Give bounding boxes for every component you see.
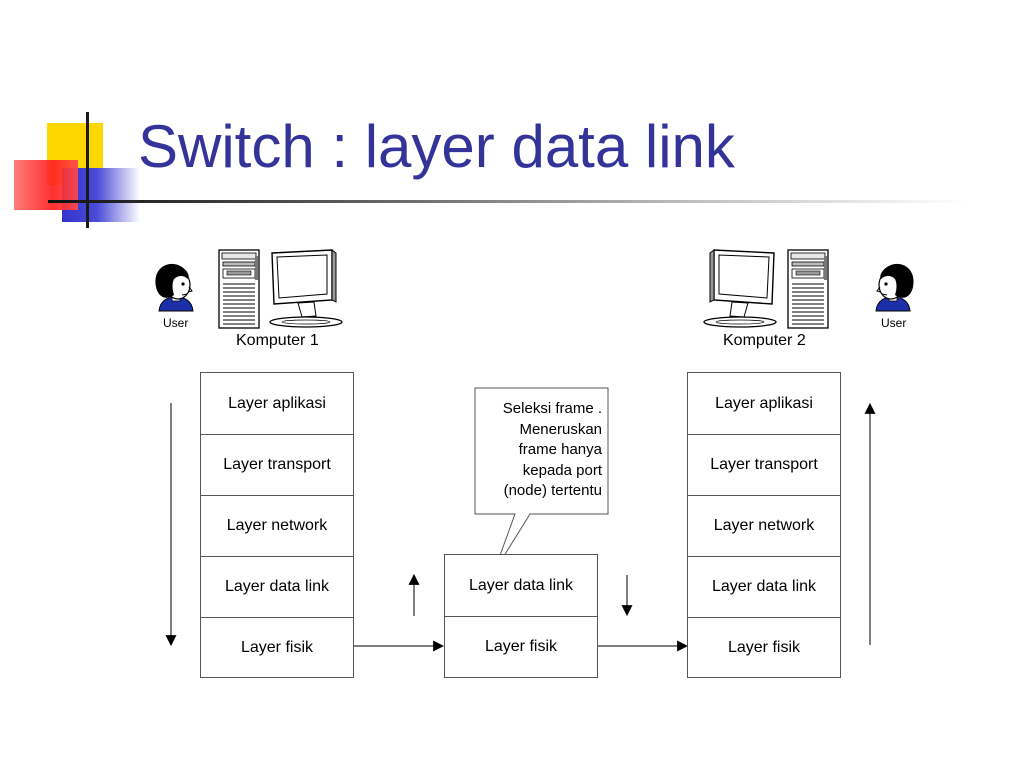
user-icon-right bbox=[875, 263, 915, 312]
monitor-icon-left bbox=[269, 249, 343, 328]
stack-layer-fisik: Layer fisik bbox=[201, 617, 353, 677]
stack-layer-data-link: Layer data link bbox=[688, 556, 840, 617]
stack-layer-network: Layer network bbox=[688, 495, 840, 556]
title-underline bbox=[48, 200, 968, 203]
protocol-stack-switch: Layer data link Layer fisik bbox=[444, 554, 598, 678]
callout-line: (node) tertentu bbox=[503, 482, 602, 499]
monitor-icon-right bbox=[703, 249, 777, 328]
switch-layer-fisik: Layer fisik bbox=[445, 616, 597, 677]
computer-tower-icon-right bbox=[787, 249, 829, 329]
callout-text: Seleksi frame . Meneruskan frame hanya k… bbox=[476, 399, 602, 502]
computer-label-right: Komputer 2 bbox=[723, 332, 806, 349]
stack-layer-network: Layer network bbox=[201, 495, 353, 556]
computer-label-left: Komputer 1 bbox=[236, 332, 319, 349]
switch-layer-data-link: Layer data link bbox=[468, 576, 574, 594]
callout-line: Meneruskan bbox=[519, 420, 602, 438]
user-label-left: User bbox=[163, 316, 189, 330]
user-icon-left bbox=[154, 263, 194, 312]
slide-title: Switch : layer data link bbox=[138, 113, 735, 180]
computer-tower-icon-left bbox=[218, 249, 260, 329]
callout-line: frame hanya bbox=[518, 441, 602, 458]
title-decoration-vertical-line bbox=[86, 112, 89, 228]
stack-layer-data-link: Layer data link bbox=[201, 556, 353, 617]
protocol-stack-komputer-2: Layer aplikasi Layer transport Layer net… bbox=[687, 372, 841, 678]
stack-layer-aplikasi: Layer aplikasi bbox=[228, 394, 326, 412]
stack-layer-transport: Layer transport bbox=[688, 434, 840, 495]
stack-layer-aplikasi: Layer aplikasi bbox=[715, 394, 813, 412]
user-label-right: User bbox=[881, 316, 907, 330]
callout-line: Seleksi frame . bbox=[502, 400, 602, 417]
stack-layer-fisik: Layer fisik bbox=[688, 617, 840, 677]
stack-layer-transport: Layer transport bbox=[201, 434, 353, 495]
callout-bubble bbox=[474, 387, 609, 573]
callout-line: kepada port bbox=[522, 461, 602, 479]
protocol-stack-komputer-1: Layer aplikasi Layer transport Layer net… bbox=[200, 372, 354, 678]
